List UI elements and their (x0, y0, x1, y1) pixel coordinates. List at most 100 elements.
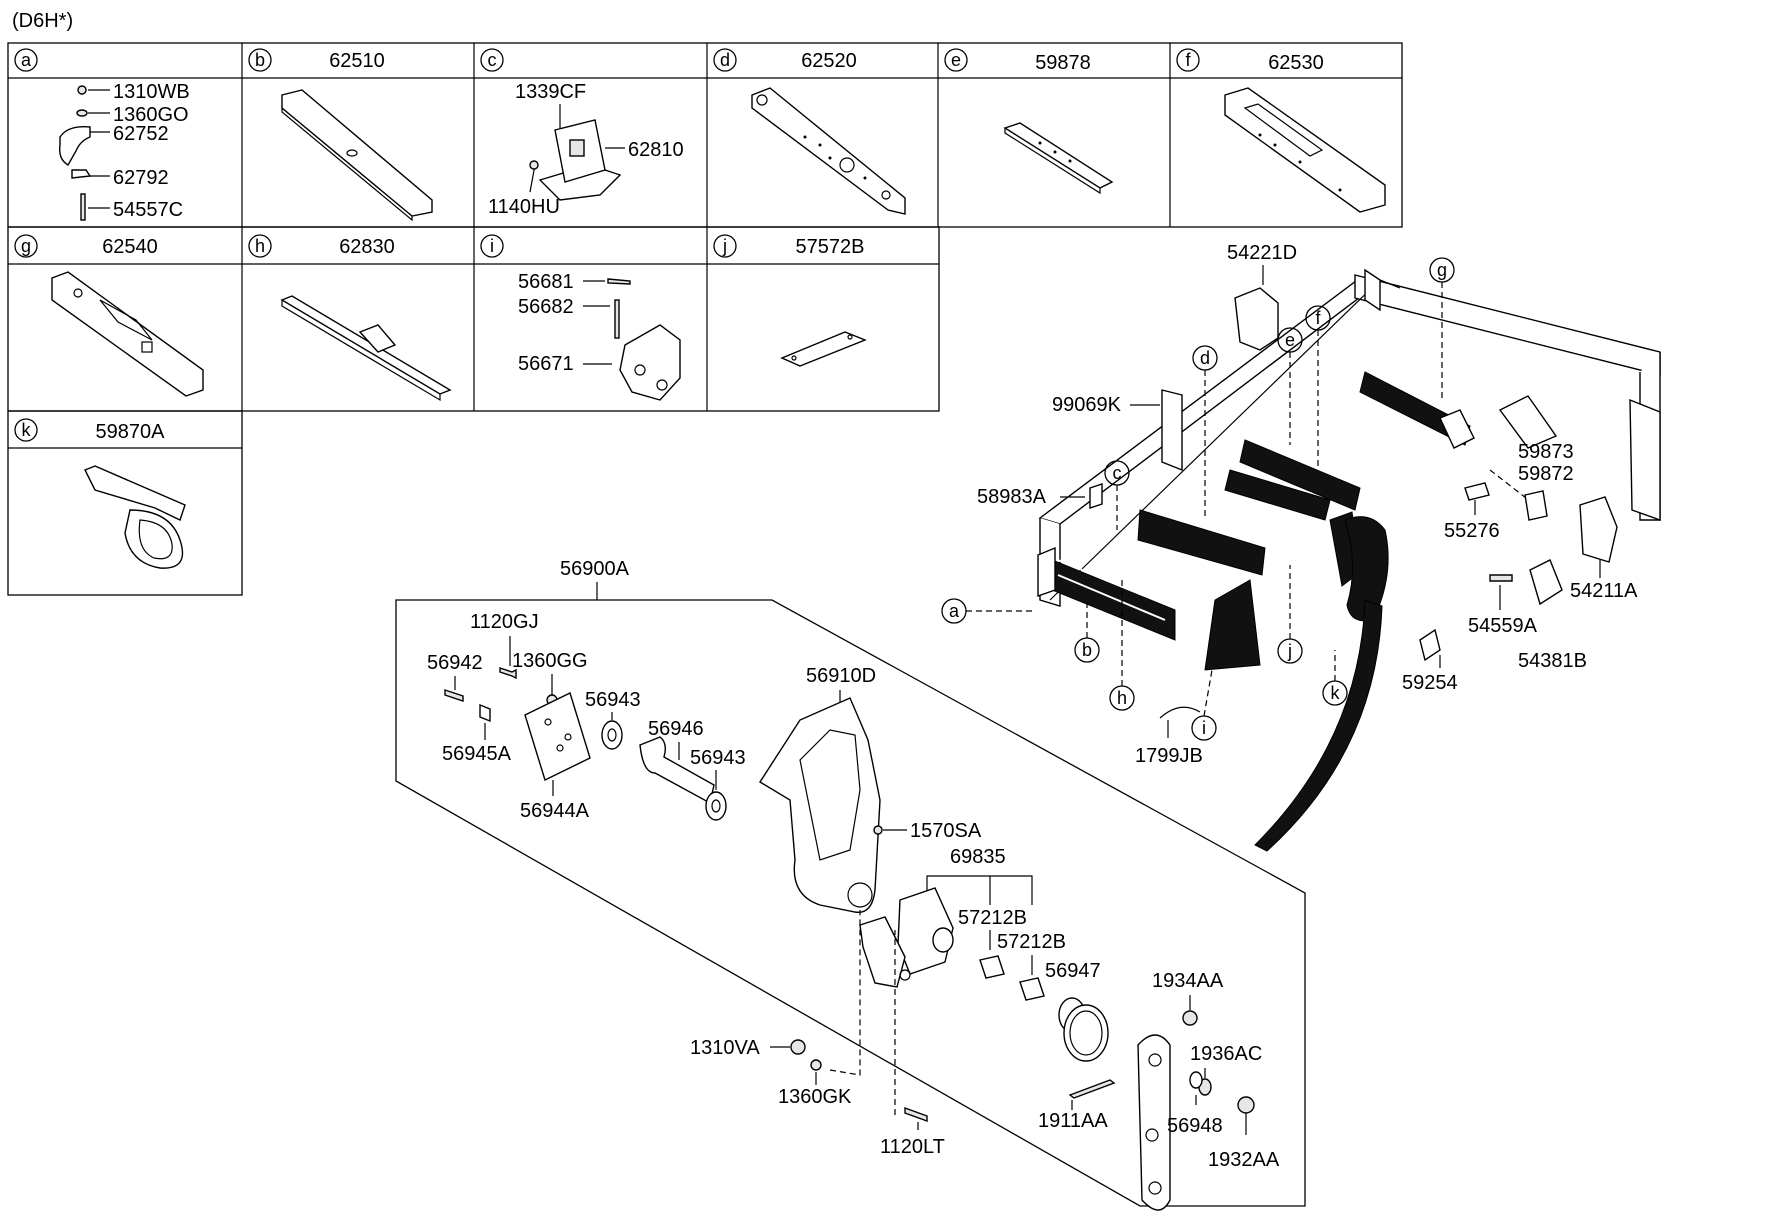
frame-part-labels: 54221D 99069K 58983A 59873 59872 55276 5… (977, 242, 1638, 767)
cell-key: i (490, 236, 494, 256)
cell-a-header: a (14, 48, 38, 72)
cell-c-parts: 1339CF 62810 1140HU (488, 81, 684, 218)
cell-code: 62520 (801, 50, 857, 72)
cell-key: h (255, 236, 265, 256)
part-label: 1360GO (113, 104, 189, 126)
cell-g-header: g 62540 (14, 234, 158, 258)
part-label: 1310VA (690, 1037, 760, 1059)
cell-code: 62830 (339, 236, 395, 258)
part-label: 55276 (1444, 520, 1500, 542)
cell-key: d (720, 50, 730, 70)
cell-i-parts: 56681 56682 56671 (518, 271, 681, 401)
part-label: 1934AA (1152, 970, 1224, 992)
cell-h-header: h 62830 (248, 234, 395, 258)
part-label: 56910D (806, 665, 876, 687)
cell-code: 59870A (96, 421, 166, 443)
callout: e (1285, 330, 1295, 350)
cell-f-drawing (1224, 87, 1386, 213)
part-label: 1339CF (515, 81, 586, 103)
bracket-62752-drawing (58, 126, 91, 166)
part-label: 58983A (977, 486, 1047, 508)
part-label: 56682 (518, 296, 574, 318)
part-label: 69835 (950, 846, 1006, 868)
callout: g (1437, 260, 1447, 280)
cell-f-header: f 62530 (1176, 48, 1324, 74)
cell-g-drawing (51, 271, 204, 397)
part-label: 1310WB (113, 81, 190, 103)
part-label: 1120GJ (470, 611, 539, 633)
part-label: 57212B (958, 907, 1027, 929)
part-label: 1120LT (880, 1136, 945, 1158)
part-label: 62752 (113, 123, 169, 145)
cell-key: j (722, 236, 727, 256)
part-label: 56671 (518, 353, 574, 375)
cell-code: 59878 (1035, 52, 1091, 74)
callout: f (1315, 308, 1321, 328)
part-label: 59872 (1518, 463, 1574, 485)
part-label: 1360GG (512, 650, 588, 672)
cell-key: a (21, 50, 32, 70)
cell-code: 57572B (796, 236, 865, 258)
part-label: 56947 (1045, 960, 1101, 982)
cell-c-header: c (480, 48, 504, 72)
part-label: 59254 (1402, 672, 1458, 694)
cell-k-header: k 59870A (14, 418, 166, 443)
cell-j-header: j 57572B (713, 234, 865, 258)
part-label: 54211A (1570, 580, 1638, 602)
part-label: 56948 (1167, 1115, 1223, 1137)
cell-j-drawing (780, 331, 867, 367)
callout: d (1200, 348, 1210, 368)
cell-k-drawing (84, 465, 186, 569)
part-label: 56943 (690, 747, 746, 769)
cell-e-header: e 59878 (944, 48, 1091, 74)
assembly-box: 56900A (395, 558, 1306, 1207)
nut-drawing (77, 85, 87, 95)
part-label: 56944A (520, 800, 590, 822)
part-label: 99069K (1052, 394, 1122, 416)
cell-key: e (951, 50, 961, 70)
cell-code: 62530 (1268, 52, 1324, 74)
callout: c (1113, 463, 1122, 483)
part-label: 54381B (1518, 650, 1587, 672)
part-label: 54221D (1227, 242, 1297, 264)
cell-b-header: b 62510 (248, 48, 385, 72)
bolt-drawing (80, 193, 86, 221)
part-label: 1140HU (488, 196, 560, 218)
bracket-62792-drawing (71, 169, 92, 179)
cell-key: g (21, 236, 31, 256)
part-label: 1360GK (778, 1086, 852, 1108)
part-label: 59873 (1518, 441, 1574, 463)
callout: i (1202, 718, 1206, 738)
callout: b (1082, 640, 1092, 660)
part-label: 56945A (442, 743, 512, 765)
part-label: 62810 (628, 139, 684, 161)
variant-label: (D6H*) (12, 10, 73, 32)
cell-h-drawing (280, 295, 452, 402)
part-label: 1936AC (1190, 1043, 1262, 1065)
part-label: 54557C (113, 199, 183, 221)
cell-i-header: i (480, 234, 504, 258)
cell-a-parts: 1310WB 1360GO 62752 62792 54557C (58, 81, 190, 221)
washer-drawing (76, 109, 88, 117)
part-label: 56943 (585, 689, 641, 711)
part-label: 1911AA (1038, 1110, 1108, 1132)
cell-b-drawing (281, 89, 433, 222)
part-label: 54559A (1468, 615, 1538, 637)
cell-key: k (22, 420, 32, 440)
callout: k (1331, 683, 1341, 703)
assembly-parts: 1120GJ 56942 1360GG 56943 56946 56943 56… (427, 611, 1280, 1211)
cell-code: 62510 (329, 50, 385, 72)
assembly-code: 56900A (560, 558, 630, 580)
cell-key: b (255, 50, 265, 70)
callout: h (1117, 688, 1127, 708)
part-label: 56946 (648, 718, 704, 740)
cell-d-drawing (751, 87, 906, 215)
part-label: 56681 (518, 271, 574, 293)
part-label: 1570SA (910, 820, 982, 842)
cell-code: 62540 (102, 236, 158, 258)
frame-callouts: a b c d e f g h i j (941, 257, 1455, 741)
cell-key: c (488, 50, 497, 70)
frame-assembly (1037, 268, 1661, 852)
callout: a (949, 601, 960, 621)
